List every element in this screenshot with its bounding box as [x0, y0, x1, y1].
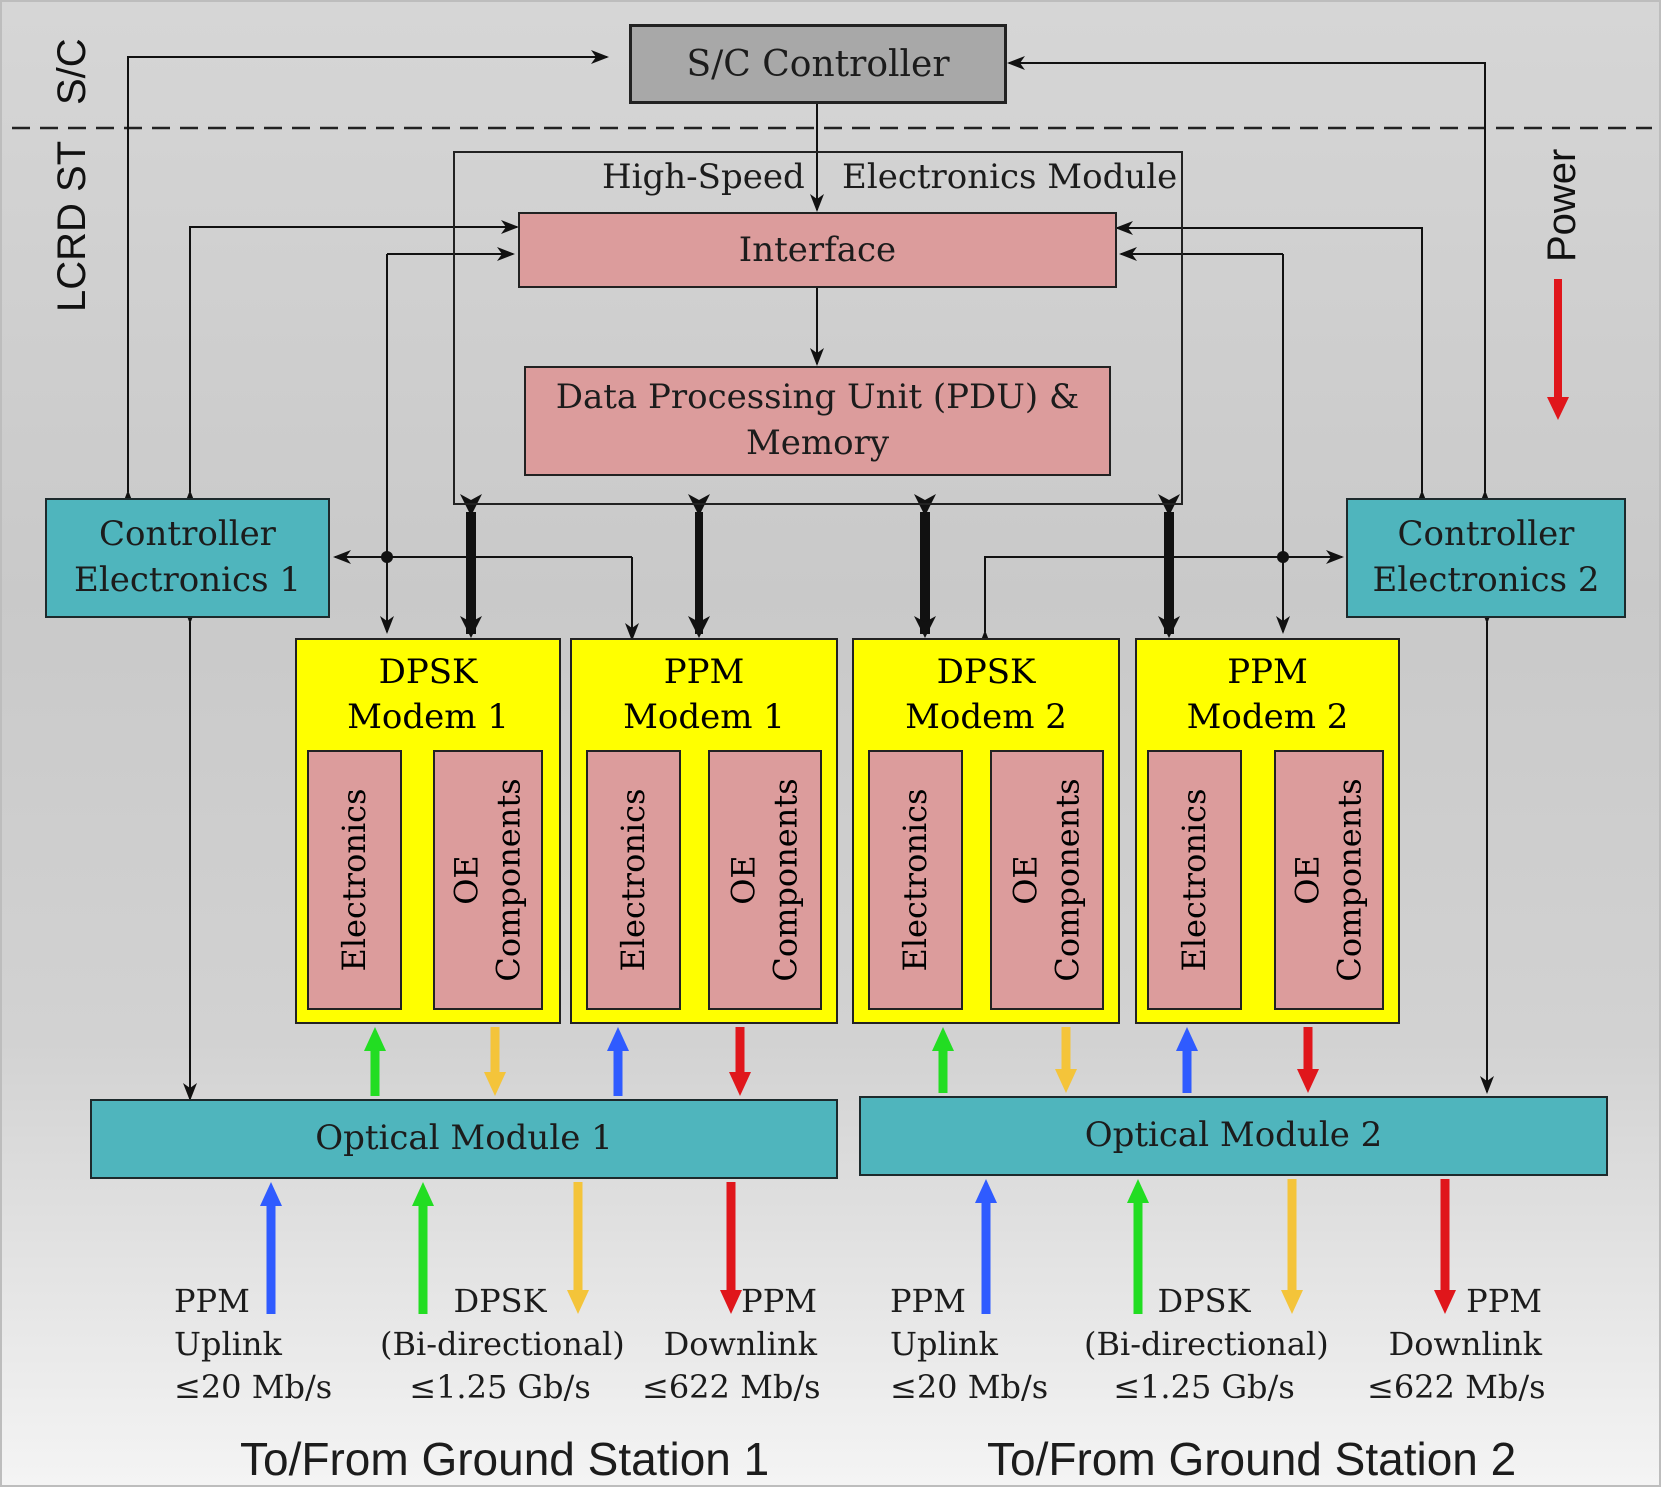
dpsk-modem-1-electronics: Electronics	[307, 750, 402, 1010]
ppm-modem-2-electronics: Electronics	[1147, 750, 1242, 1010]
pdu-label-line2: Memory	[745, 423, 890, 463]
link-ce2-sc	[1007, 56, 1492, 508]
pdu-label-line1: Data Processing Unit (PDU) &	[555, 377, 1080, 418]
om2-to-ppm2-up-arrow	[1176, 1027, 1198, 1093]
power-arrow-icon	[1547, 397, 1569, 420]
om1-to-ppm1-up-arrow	[607, 1027, 629, 1096]
gs2-ppm-downlink-arrow	[1434, 1179, 1456, 1314]
link-ce2-interface	[1115, 221, 1429, 508]
dpsk1-to-om1-down-arrow	[484, 1027, 506, 1096]
optical-module-1: Optical Module 1	[90, 1099, 838, 1179]
gs2-ppm-uplink-arrow	[975, 1179, 997, 1314]
om1-to-dpsk1-up-arrow	[364, 1027, 386, 1096]
dpsk-modem-2-electronics: Electronics	[868, 750, 963, 1010]
gs1-dpsk-label: DPSK(Bi-directional)≤1.25 Gb/s	[380, 1282, 625, 1407]
gs2-dpsk-up-arrow	[1127, 1179, 1149, 1314]
dpsk2-to-om2-down-arrow	[1055, 1027, 1077, 1093]
ppm2-to-om2-down-arrow	[1297, 1027, 1319, 1093]
hsem-title-right: Electronics Module	[842, 157, 1178, 197]
gs1-ppm-uplink-arrow	[260, 1182, 282, 1314]
sc-section-label: S/C	[50, 38, 94, 105]
controller-1-line1: Controller	[99, 514, 276, 555]
ppm-modem-1-electronics: Electronics	[586, 750, 681, 1010]
gs1-dpsk-up-arrow	[412, 1182, 434, 1314]
power-label: Power	[1540, 148, 1584, 262]
interface-box: Interface	[518, 212, 1117, 288]
ground-station-1-label: To/From Ground Station 1	[240, 1433, 770, 1485]
gs1-dpsk-down-arrow	[567, 1182, 589, 1314]
high-speed-electronics-module	[453, 151, 1183, 505]
controller-electronics-2: Controller Electronics 2	[1346, 498, 1626, 618]
gs1-ppm-downlink-arrow	[720, 1182, 742, 1314]
lcrd-section-label: LCRD ST	[50, 140, 94, 312]
gs2-dpsk-label: DPSK(Bi-directional)≤1.25 Gb/s	[1084, 1282, 1329, 1407]
optical-signal-arrows	[260, 1027, 1456, 1314]
ppm1-to-om1-down-arrow	[729, 1027, 751, 1096]
controller-electronics-1: Controller Electronics 1	[45, 498, 330, 618]
sc-controller-box: S/C Controller	[629, 24, 1007, 104]
controller-1-line2: Electronics 1	[74, 560, 301, 600]
optical-module-2: Optical Module 2	[859, 1096, 1608, 1176]
ground-station-2-label: To/From Ground Station 2	[987, 1433, 1517, 1485]
om2-to-dpsk2-up-arrow	[932, 1027, 954, 1093]
gs2-dpsk-down-arrow	[1281, 1179, 1303, 1314]
link-ce1-sc	[121, 50, 609, 508]
hsem-title-left: High-Speed	[602, 157, 805, 197]
pdu-box: Data Processing Unit (PDU) & Memory	[524, 366, 1111, 476]
controller-2-line1: Controller	[1397, 514, 1575, 555]
controller-2-line2: Electronics 2	[1372, 560, 1600, 600]
link-ce1-interface	[183, 220, 519, 508]
